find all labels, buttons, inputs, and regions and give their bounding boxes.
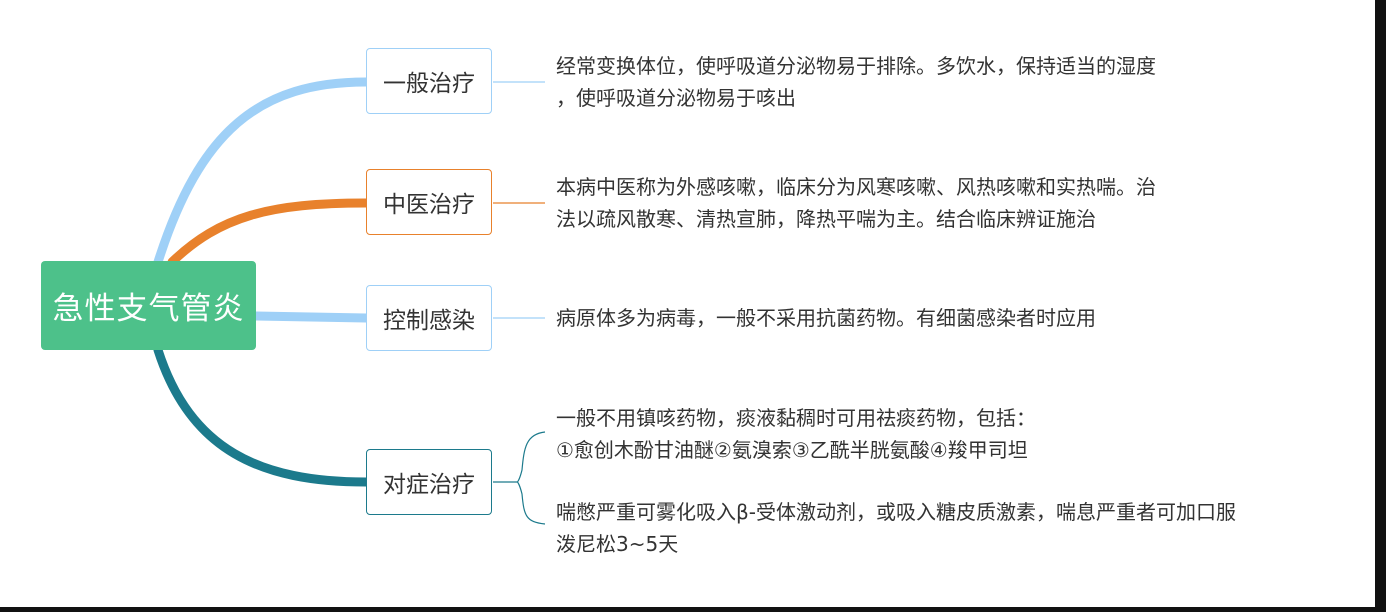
branch-tcm-treatment[interactable]: 中医治疗 (366, 169, 492, 235)
note-tcm[interactable]: 本病中医称为外感咳嗽，临床分为风寒咳嗽、风热咳嗽和实热喘。治 法以疏风散寒、清热… (556, 171, 1156, 235)
bottom-border (0, 607, 1386, 612)
note-infection[interactable]: 病原体多为病毒，一般不采用抗菌药物。有细菌感染者时应用 (556, 302, 1096, 334)
leaf-brace-symptomatic (493, 431, 546, 525)
branch-symptomatic-treatment[interactable]: 对症治疗 (366, 449, 492, 515)
note-general[interactable]: 经常变换体位，使呼吸道分泌物易于排除。多饮水，保持适当的湿度 ，使呼吸道分泌物易… (556, 50, 1156, 114)
right-edge-bar (1375, 0, 1386, 612)
note-line: 经常变换体位，使呼吸道分泌物易于排除。多饮水，保持适当的湿度 (556, 54, 1156, 78)
connector-general (153, 77, 371, 267)
connector-tcm (167, 198, 371, 267)
note-line: 本病中医称为外感咳嗽，临床分为风寒咳嗽、风热咳嗽和实热喘。治 (556, 175, 1156, 199)
note-line: 泼尼松3~5天 (556, 532, 679, 556)
branch-label: 一般治疗 (383, 71, 475, 97)
connector-symptomatic (153, 345, 371, 487)
central-topic[interactable]: 急性支气管炎 (41, 261, 256, 350)
branch-label: 对症治疗 (383, 472, 475, 498)
connector-infection (251, 311, 371, 323)
note-line: ①愈创木酚甘油醚②氨溴索③乙酰半胱氨酸④羧甲司坦 (556, 438, 1028, 462)
note-symptomatic-asthma[interactable]: 喘憋严重可雾化吸入β-受体激动剂，或吸入糖皮质激素，喘息严重者可加口服 泼尼松3… (556, 496, 1236, 560)
branch-infection-control[interactable]: 控制感染 (366, 285, 492, 351)
note-line: 病原体多为病毒，一般不采用抗菌药物。有细菌感染者时应用 (556, 306, 1096, 330)
note-line: ，使呼吸道分泌物易于咳出 (556, 86, 796, 110)
central-topic-label: 急性支气管炎 (52, 291, 245, 327)
branch-label: 控制感染 (383, 308, 475, 334)
branch-label: 中医治疗 (383, 192, 475, 218)
note-line: 法以疏风散寒、清热宣肺，降热平喘为主。结合临床辨证施治 (556, 207, 1096, 231)
note-symptomatic-expectorant[interactable]: 一般不用镇咳药物，痰液黏稠时可用祛痰药物，包括： ①愈创木酚甘油醚②氨溴索③乙酰… (556, 402, 1036, 466)
note-line: 一般不用镇咳药物，痰液黏稠时可用祛痰药物，包括： (556, 406, 1036, 430)
note-line: 喘憋严重可雾化吸入β-受体激动剂，或吸入糖皮质激素，喘息严重者可加口服 (556, 500, 1236, 524)
branch-general-treatment[interactable]: 一般治疗 (366, 48, 492, 114)
